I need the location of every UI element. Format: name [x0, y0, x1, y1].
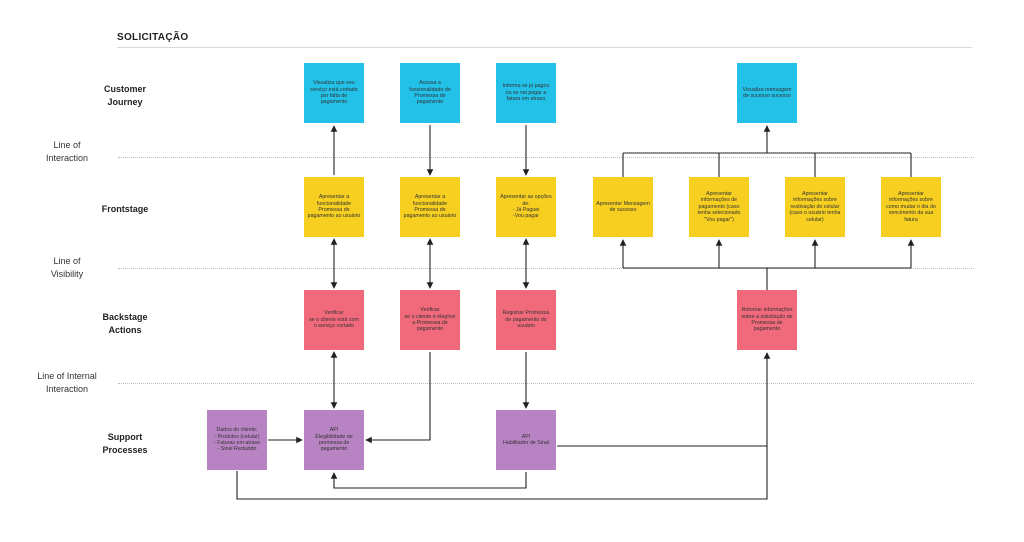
- line-of-interaction: [118, 157, 974, 158]
- line-of-internal-interaction-label: Line of Internal Interaction: [37, 371, 97, 394]
- title-divider: [117, 47, 972, 48]
- support-note: API Elegibilidade de promessa de pagamen…: [304, 410, 364, 470]
- lane-label-customer-journey: Customer Journey: [103, 84, 146, 107]
- line-of-interaction-label: Line of Interaction: [45, 140, 89, 163]
- customer-journey-note: Visualiza mensagem de sucesso sucesso: [737, 63, 797, 123]
- lane-label-support: Support Processes: [102, 432, 148, 455]
- backstage-note: Registrar Promessa de pagamento do usuár…: [496, 290, 556, 350]
- frontstage-note: Apresentar a funcionalidade Promessa de …: [304, 177, 364, 237]
- frontstage-note: Apresentar informações sobre reativação …: [785, 177, 845, 237]
- backstage-note: Verificar se o cliente é elegível a Prom…: [400, 290, 460, 350]
- arrow-ba2-to-sp2: [365, 352, 431, 444]
- frontstage-note: Apresentar informações de pagamento (cas…: [689, 177, 749, 237]
- frontstage-note: Apresentar informações sobre como mudar …: [881, 177, 941, 237]
- page-title: SOLICITAÇÃO: [117, 32, 189, 43]
- frontstage-note: Apresentar a funcionalidade Promessa de …: [400, 177, 460, 237]
- lane-label-backstage: Backstage Actions: [102, 312, 148, 335]
- customer-journey-note: Visualiza que seu serviço está cortado p…: [304, 63, 364, 123]
- line-of-internal-interaction: [118, 383, 974, 384]
- frontstage-note: Apresentar as opções de: - Já Paguei -Vo…: [496, 177, 556, 237]
- customer-journey-note: Informa se já pagou ou se vai pagar a fa…: [496, 63, 556, 123]
- arrow-sp3-to-ba4: [557, 352, 771, 447]
- customer-journey-note: Acessa a funcionalidade de Promessa de p…: [400, 63, 460, 123]
- backstage-note: Verificar se o cliente está com o serviç…: [304, 290, 364, 350]
- lane-label-frontstage: Frontstage: [101, 204, 149, 214]
- backstage-note: Retornar informações sobre a solicitação…: [737, 290, 797, 350]
- line-of-visibility: [118, 268, 974, 269]
- frontstage-note: Apresentar Mensagem de sucesso: [593, 177, 653, 237]
- support-note: Dados do cliente: - Produtos (celular) -…: [207, 410, 267, 470]
- line-of-visibility-label: Line of Visibility: [50, 256, 84, 279]
- connector-bottom-loop: [236, 446, 768, 500]
- support-note: API Habilitador de Sinal: [496, 410, 556, 470]
- arrow-sp3-to-sp2: [330, 472, 527, 489]
